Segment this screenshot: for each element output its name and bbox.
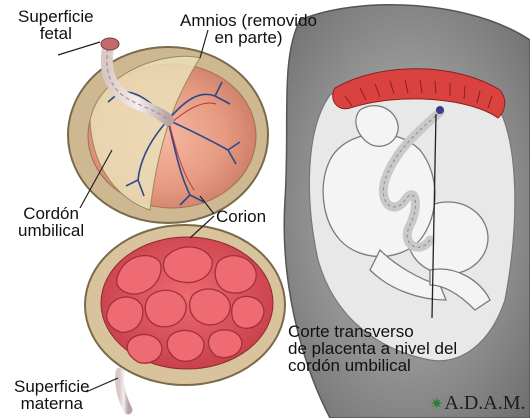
label-cordon-line2: umbilical [18, 222, 84, 239]
label-superficie-materna-line2: materna [14, 395, 90, 412]
maternal-cord-stub [119, 372, 128, 410]
label-superficie-materna: Superficie materna [14, 378, 90, 412]
label-amnios-line1: Amnios (removido [180, 12, 317, 29]
label-corte-transverso: Corte transverso de placenta a nivel del… [288, 323, 457, 374]
label-superficie-materna-line1: Superficie [14, 378, 90, 395]
label-corte-line3: cordón umbilical [288, 357, 457, 374]
adam-logo-text: A.D.A.M. [444, 392, 525, 414]
cord-insertion-point [436, 106, 444, 114]
adam-star-icon: ✷ [430, 396, 443, 413]
label-superficie-fetal-line2: fetal [18, 25, 94, 42]
label-corion: Corion [216, 208, 266, 225]
label-cordon-line1: Cordón [18, 205, 84, 222]
fetal-surface-placenta [58, 30, 268, 223]
label-corte-line2: de placenta a nivel del [288, 340, 457, 357]
cord-cut-end [101, 38, 119, 50]
leader-superficie-materna [86, 378, 118, 392]
leader-superficie-fetal [58, 42, 100, 55]
label-amnios: Amnios (removido en parte) [180, 12, 317, 46]
label-cordon-umbilical: Cordón umbilical [18, 205, 84, 239]
label-superficie-fetal: Superficie fetal [18, 8, 94, 42]
adam-logo: ✷A.D.A.M. [430, 392, 526, 415]
label-corte-line1: Corte transverso [288, 323, 457, 340]
label-amnios-line2: en parte) [180, 29, 317, 46]
maternal-surface-placenta [85, 225, 285, 410]
cotyledons [107, 247, 264, 363]
label-superficie-fetal-line1: Superficie [18, 8, 94, 25]
